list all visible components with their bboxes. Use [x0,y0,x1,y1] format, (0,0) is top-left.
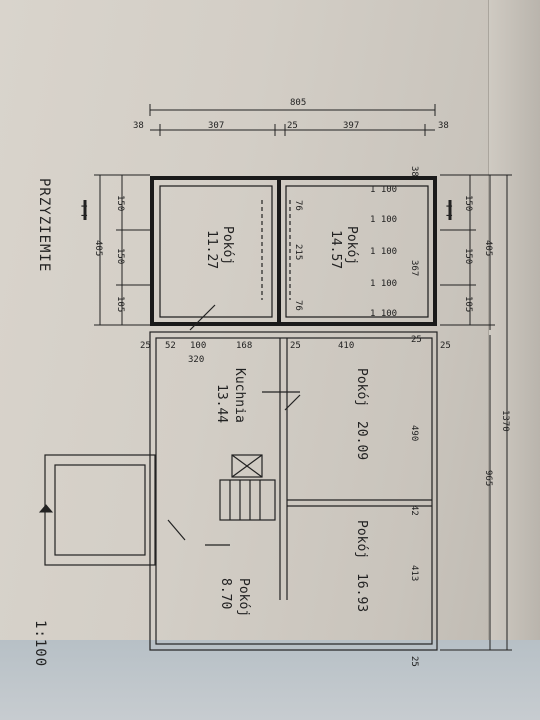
dim-right-d: 405 [483,240,493,256]
floor-name: PRZYZIEMIE [36,178,52,272]
dim-k1: 320 [188,355,204,365]
dim-left-total: 405 [93,240,103,256]
dim-h6: 410 [338,341,354,351]
dim-v8: 38 [409,166,419,177]
room-4-area: 20.09 [354,421,369,460]
dim-left-b: 150 [115,248,125,264]
dim-h1: 25 [140,341,151,351]
window-mark-4: 1 100 [370,279,397,289]
dim-v5: 490 [409,425,419,441]
room-5-name: Pokój [354,520,369,559]
dim-h3: 100 [190,341,206,351]
room-4-label: Pokój 20.09 [354,368,369,460]
dim-top-b: 307 [208,121,224,131]
room-2-name: Pokój [344,226,359,265]
dim-v6: 42 [409,505,419,516]
dim-h4: 168 [236,341,252,351]
dim-right-f: 965 [483,470,493,486]
dim-top-total: 805 [290,98,306,108]
dim-h5: 25 [290,341,301,351]
room-1-area: 11.27 [204,230,219,269]
room-3-area: 13.44 [214,384,229,423]
section-mark-right: I [445,204,454,220]
dim-right-c: 105 [463,296,473,312]
dim-right-e: 1370 [500,410,510,432]
dim-left-c: 105 [115,296,125,312]
scale-label: 1:100 [32,620,48,667]
dim-right-b: 150 [463,248,473,264]
room-5-area: 16.93 [354,573,369,612]
dim-v3: 76 [293,300,303,311]
dim-h8: 25 [440,341,451,351]
room-2-area: 14.57 [328,230,343,269]
window-mark-3: 1 100 [370,247,397,257]
room-5-label: Pokój 16.93 [354,520,369,612]
dim-v7: 413 [409,565,419,581]
dim-top-a: 38 [133,121,144,131]
paper-fold-shadow [488,0,540,720]
dim-v1: 76 [293,200,303,211]
window-mark-5: 1 100 [370,309,397,319]
dim-top-c: 25 [287,121,298,131]
dim-right-a: 150 [463,195,473,211]
room-6-area: 8.70 [218,578,233,609]
dim-v9: 25 [409,656,419,667]
room-6-name: Pokój [236,578,251,617]
section-mark-left: I [80,204,89,220]
room-1-name: Pokój [220,226,235,265]
dim-h7: 25 [411,335,422,345]
room-4-name: Pokój [354,368,369,407]
dim-left-a: 150 [115,195,125,211]
dim-v2: 215 [293,244,303,260]
dim-top-e: 38 [438,121,449,131]
table-surface [0,640,540,720]
room-3-name: Kuchnia [232,368,247,423]
window-mark-1: 1 100 [370,185,397,195]
dim-v4: 367 [409,260,419,276]
dim-top-d: 397 [343,121,359,131]
dim-h2: 52 [165,341,176,351]
window-mark-2: 1 100 [370,215,397,225]
